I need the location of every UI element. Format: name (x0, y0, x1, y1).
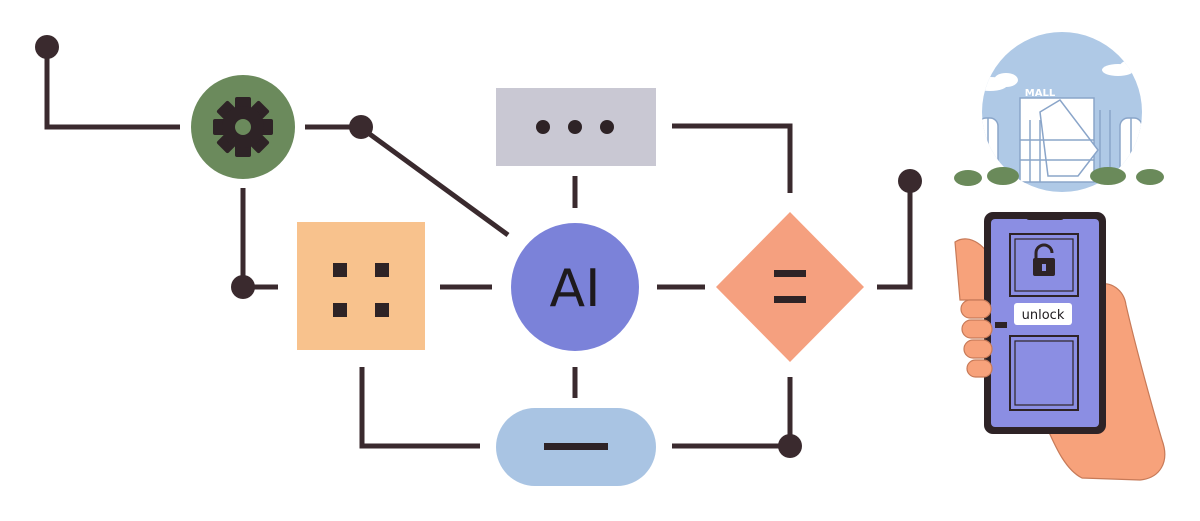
junction-dot-phone (898, 169, 922, 193)
grid-dots-icon (333, 263, 389, 317)
equals-icon (774, 270, 806, 303)
junction-dot-start (35, 35, 59, 59)
connector-minus-to-diamond (672, 377, 793, 449)
connector-lines (44, 47, 913, 449)
equals-node (716, 212, 864, 362)
unlock-button[interactable]: unlock (1014, 303, 1072, 325)
gear-node (191, 75, 295, 179)
junction-dot-gear (349, 115, 373, 139)
mall-illustration: MALL (954, 32, 1164, 192)
minus-node (496, 408, 656, 486)
connector-start-to-gear (44, 47, 180, 130)
ai-node: AI (511, 223, 639, 351)
ellipsis-icon (536, 120, 614, 134)
hand-fingers (960, 299, 993, 378)
hand-holding-phone: unlock (954, 212, 1166, 481)
bushes (954, 167, 1164, 186)
junction-dots (35, 35, 922, 458)
unlock-button-label: unlock (1022, 308, 1065, 323)
connector-gear-to-grid (240, 188, 278, 290)
junction-dot-grid (231, 275, 255, 299)
connector-diagonal-to-ai (358, 124, 510, 238)
grid-node (297, 222, 425, 350)
door-lower-inner (1014, 340, 1074, 406)
door-lower-panel (1009, 335, 1079, 411)
door-handle (995, 322, 1007, 328)
lock-icon (1033, 243, 1055, 276)
ellipsis-node (496, 88, 656, 166)
gear-icon (213, 97, 273, 157)
mall-sign: MALL (1025, 88, 1056, 99)
connector-diamond-to-phone (877, 182, 913, 290)
door-upper-inner (1014, 238, 1074, 292)
connector-dots-to-diamond (672, 123, 793, 193)
cloud-left (982, 73, 1018, 91)
junction-dot-minus (778, 434, 802, 458)
minus-icon (544, 443, 608, 450)
ai-label: AI (550, 259, 601, 319)
door-upper-panel (1009, 233, 1079, 297)
phone-notch (1026, 214, 1064, 220)
connector-grid-to-minus (359, 367, 480, 449)
